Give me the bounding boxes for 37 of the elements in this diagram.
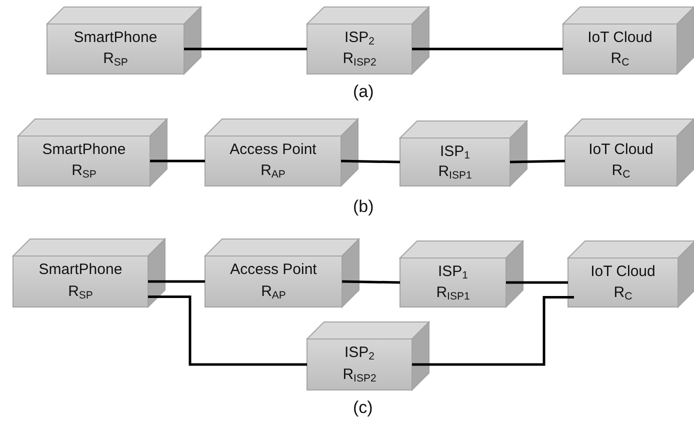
node-title: SmartPhone xyxy=(72,28,158,47)
resistance-label: R$_{SP}$ xyxy=(70,161,98,180)
node-title: ISP$_{2}$ xyxy=(343,343,376,362)
connector-line xyxy=(412,48,563,50)
node-title: SmartPhone xyxy=(38,260,124,279)
resistance-label: R$_{ISP2}$ xyxy=(342,49,378,68)
node-title: ISP$_{2}$ xyxy=(343,28,376,47)
connector-line xyxy=(184,48,307,50)
connector-line xyxy=(148,296,307,366)
resistance-label: R$_{SP}$ xyxy=(102,49,129,68)
node-title: ISP$_{1}$ xyxy=(436,262,470,281)
connector-line xyxy=(510,160,566,164)
subfigure-label: (b) xyxy=(353,197,374,217)
node-title: IoT Cloud xyxy=(588,140,654,159)
subfigure-label: (c) xyxy=(353,398,373,418)
connector-line xyxy=(342,280,400,284)
node-title: ISP$_{1}$ xyxy=(438,142,472,161)
subfigure-label: (a) xyxy=(353,82,374,102)
node-title: IoT Cloud xyxy=(590,262,656,281)
resistance-label: R$_{C}$ xyxy=(610,49,630,68)
connector-line xyxy=(340,160,400,164)
resistance-label: R$_{AP}$ xyxy=(260,282,287,300)
resistance-label: R$_{ISP2}$ xyxy=(342,364,378,384)
node-title: Access Point xyxy=(229,260,318,279)
node-title: IoT Cloud xyxy=(586,28,654,47)
connector-line xyxy=(412,296,574,366)
connector-line xyxy=(506,281,568,284)
connector-line xyxy=(148,280,205,283)
resistance-label: R$_{C}$ xyxy=(610,161,632,180)
node-title: Access Point xyxy=(228,140,318,159)
resistance-label: R$_{ISP1}$ xyxy=(435,282,471,302)
node-title: SmartPhone xyxy=(41,140,127,159)
resistance-label: R$_{AP}$ xyxy=(260,161,286,180)
resistance-label: R$_{SP}$ xyxy=(67,282,94,300)
connector-line xyxy=(150,160,205,162)
resistance-label: R$_{C}$ xyxy=(612,282,634,302)
resistance-label: R$_{ISP1}$ xyxy=(437,162,473,181)
